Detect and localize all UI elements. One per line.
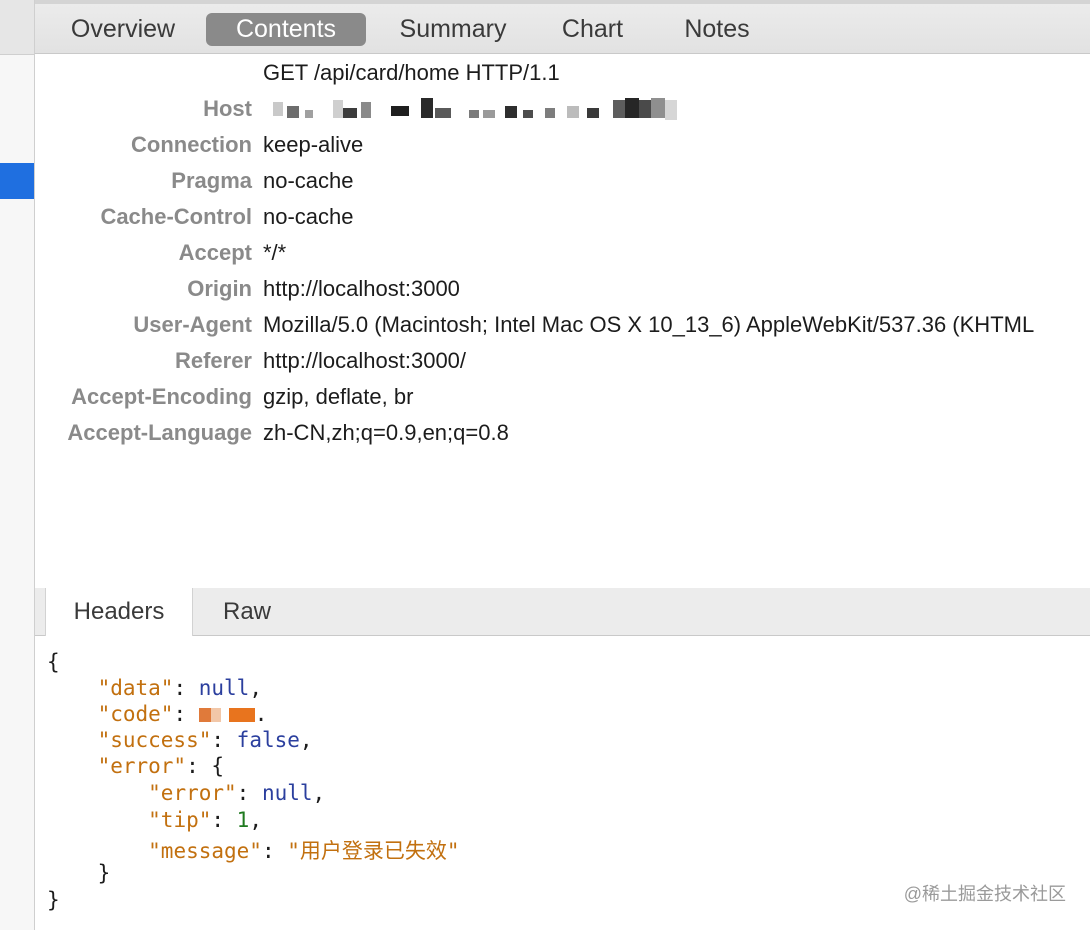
request-line: GET /api/card/home HTTP/1.1 (263, 60, 560, 85)
tab-raw[interactable]: Raw (222, 598, 271, 625)
watermark: @稀土掘金技术社区 (903, 884, 1066, 904)
json-line: } (47, 888, 60, 912)
tab-contents[interactable]: Contents (206, 13, 366, 46)
json-line: "message": "用户登录已失效" (148, 839, 460, 863)
tab-notes[interactable]: Notes (684, 15, 750, 43)
header-key: Cache-Control (100, 204, 252, 229)
json-key: "data" (97, 676, 174, 700)
header-row: Accept-Language zh-CN,zh;q=0.9,en;q=0.8 (35, 414, 1090, 450)
header-row: Referer http://localhost:3000/ (35, 342, 1090, 378)
json-line: "tip": 1, (148, 808, 262, 832)
json-brace: } (97, 861, 111, 885)
header-key: Host (203, 96, 252, 121)
top-tab-bar: Overview Contents Summary Chart Notes (35, 0, 1090, 54)
header-row: Accept-Encoding gzip, deflate, br (35, 378, 1090, 414)
json-brace: { (211, 754, 225, 778)
header-key: Accept (178, 240, 252, 265)
json-value: "用户登录已失效" (287, 839, 460, 863)
json-line: "error": { (97, 754, 225, 778)
header-row: Connection keep-alive (35, 126, 1090, 162)
json-line: "success": false, (97, 728, 313, 752)
header-key: Referer (174, 348, 252, 373)
json-key: "success" (97, 728, 212, 752)
header-value: http://localhost:3000 (263, 276, 460, 301)
header-key: Accept-Encoding (71, 384, 252, 409)
json-key: "code" (97, 702, 174, 726)
json-value: null (261, 781, 313, 805)
redacted-code-value (198, 702, 255, 726)
header-row: User-Agent Mozilla/5.0 (Macintosh; Intel… (35, 306, 1090, 342)
json-brace: } (47, 888, 60, 912)
tab-summary[interactable]: Summary (399, 15, 507, 43)
sidebar-selected-row[interactable] (0, 163, 34, 199)
json-key: "error" (148, 781, 237, 805)
request-line-row: GET /api/card/home HTTP/1.1 (35, 54, 1090, 90)
header-row: Origin http://localhost:3000 (35, 270, 1090, 306)
json-key: "message" (148, 839, 262, 863)
json-key: "error" (97, 754, 187, 778)
sidebar (0, 0, 35, 930)
json-value: false (236, 728, 300, 752)
json-brace: { (47, 650, 60, 674)
json-line: "data": null, (97, 676, 262, 700)
header-key: Pragma (171, 168, 252, 193)
tab-headers[interactable]: Headers (45, 588, 193, 636)
header-value: http://localhost:3000/ (263, 348, 467, 373)
tab-chart[interactable]: Chart (561, 15, 624, 43)
header-value: */* (263, 240, 287, 265)
json-line: } (47, 861, 111, 885)
header-value: no-cache (263, 168, 354, 193)
header-value: Mozilla/5.0 (Macintosh; Intel Mac OS X 1… (263, 312, 1035, 337)
header-value: no-cache (263, 204, 354, 229)
redacted-host-value (273, 98, 723, 124)
header-row: Accept */* (35, 234, 1090, 270)
json-line: "code": . (97, 702, 268, 726)
sidebar-header (0, 0, 34, 55)
json-value: null (198, 676, 250, 700)
json-value: 1 (236, 808, 250, 832)
header-row: Host (35, 90, 1090, 126)
json-line: "error": null, (148, 781, 326, 805)
header-key: Connection (131, 132, 252, 157)
header-key: Accept-Language (67, 420, 252, 445)
header-key: Origin (187, 276, 252, 301)
header-value: zh-CN,zh;q=0.9,en;q=0.8 (263, 420, 509, 445)
tab-bar-divider (35, 0, 1090, 4)
header-value: keep-alive (263, 132, 364, 157)
lower-tab-bar: Headers Raw (35, 588, 1090, 636)
tab-overview[interactable]: Overview (70, 15, 176, 43)
response-json-view: { "data": null, "code": . "success": fal… (35, 636, 1090, 930)
header-row: Cache-Control no-cache (35, 198, 1090, 234)
header-value: gzip, deflate, br (263, 384, 414, 409)
header-key: User-Agent (133, 312, 252, 337)
json-line: { (47, 650, 60, 674)
json-key: "tip" (148, 808, 212, 832)
header-row: Pragma no-cache (35, 162, 1090, 198)
request-headers-list: GET /api/card/home HTTP/1.1 Host Connect… (35, 54, 1090, 588)
